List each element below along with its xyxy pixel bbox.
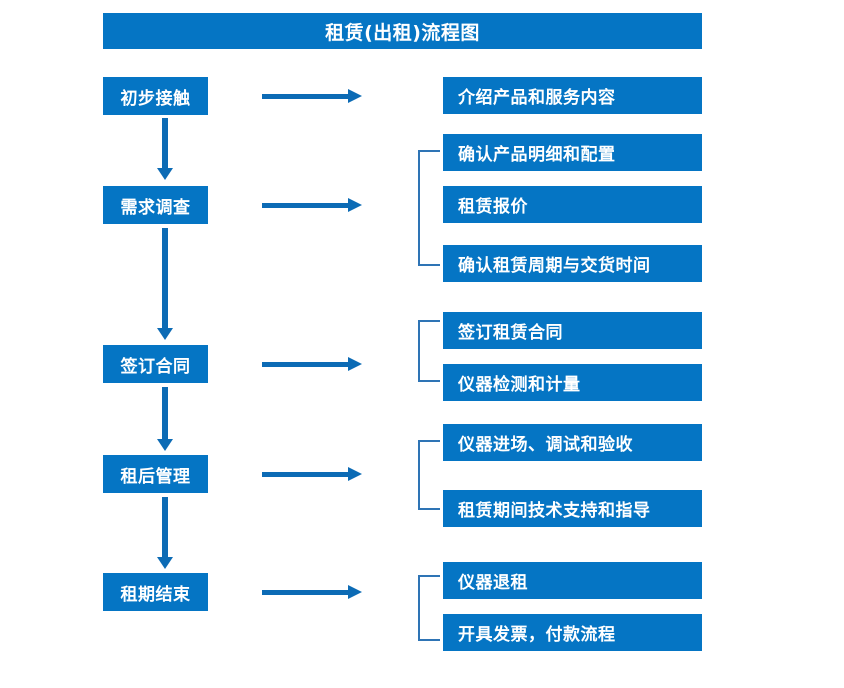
- detail-box-instrument-entry-debug-acceptance[interactable]: 仪器进场、调试和验收: [443, 424, 702, 461]
- detail-box-introduce-products-services[interactable]: 介绍产品和服务内容: [443, 77, 702, 114]
- arrow-right-from-post-rental-management: [262, 467, 362, 481]
- arrow-right-from-demand-survey: [262, 198, 362, 212]
- bracket-demand-survey-group: [418, 150, 440, 266]
- detail-box-confirm-rental-period-delivery[interactable]: 确认租赁周期与交货时间: [443, 245, 702, 282]
- arrow-right-from-initial-contact: [262, 89, 362, 103]
- detail-box-sign-rental-contract[interactable]: 签订租赁合同: [443, 312, 702, 349]
- detail-box-invoice-payment-process[interactable]: 开具发票，付款流程: [443, 614, 702, 651]
- stage-box-demand-survey[interactable]: 需求调查: [103, 186, 208, 224]
- arrow-down-contract-to-management: [157, 387, 173, 451]
- detail-box-confirm-product-details[interactable]: 确认产品明细和配置: [443, 134, 702, 171]
- detail-box-technical-support-during-rental[interactable]: 租赁期间技术支持和指导: [443, 490, 702, 527]
- detail-box-instrument-return[interactable]: 仪器退租: [443, 562, 702, 599]
- arrow-down-contact-to-survey: [157, 118, 173, 180]
- stage-box-initial-contact[interactable]: 初步接触: [103, 77, 208, 115]
- stage-box-sign-contract[interactable]: 签订合同: [103, 345, 208, 383]
- detail-box-instrument-inspection-metering[interactable]: 仪器检测和计量: [443, 364, 702, 401]
- chart-title: 租赁(出租)流程图: [103, 13, 702, 49]
- arrow-right-from-sign-contract: [262, 357, 362, 371]
- stage-box-post-rental-management[interactable]: 租后管理: [103, 455, 208, 493]
- bracket-sign-contract-group: [418, 320, 440, 382]
- detail-box-rental-quotation[interactable]: 租赁报价: [443, 186, 702, 223]
- arrow-right-from-rental-end: [262, 585, 362, 599]
- bracket-post-rental-group: [418, 440, 440, 510]
- arrow-down-management-to-end: [157, 497, 173, 569]
- stage-box-rental-end[interactable]: 租期结束: [103, 573, 208, 611]
- arrow-down-survey-to-contract: [157, 228, 173, 340]
- bracket-rental-end-group: [418, 575, 440, 641]
